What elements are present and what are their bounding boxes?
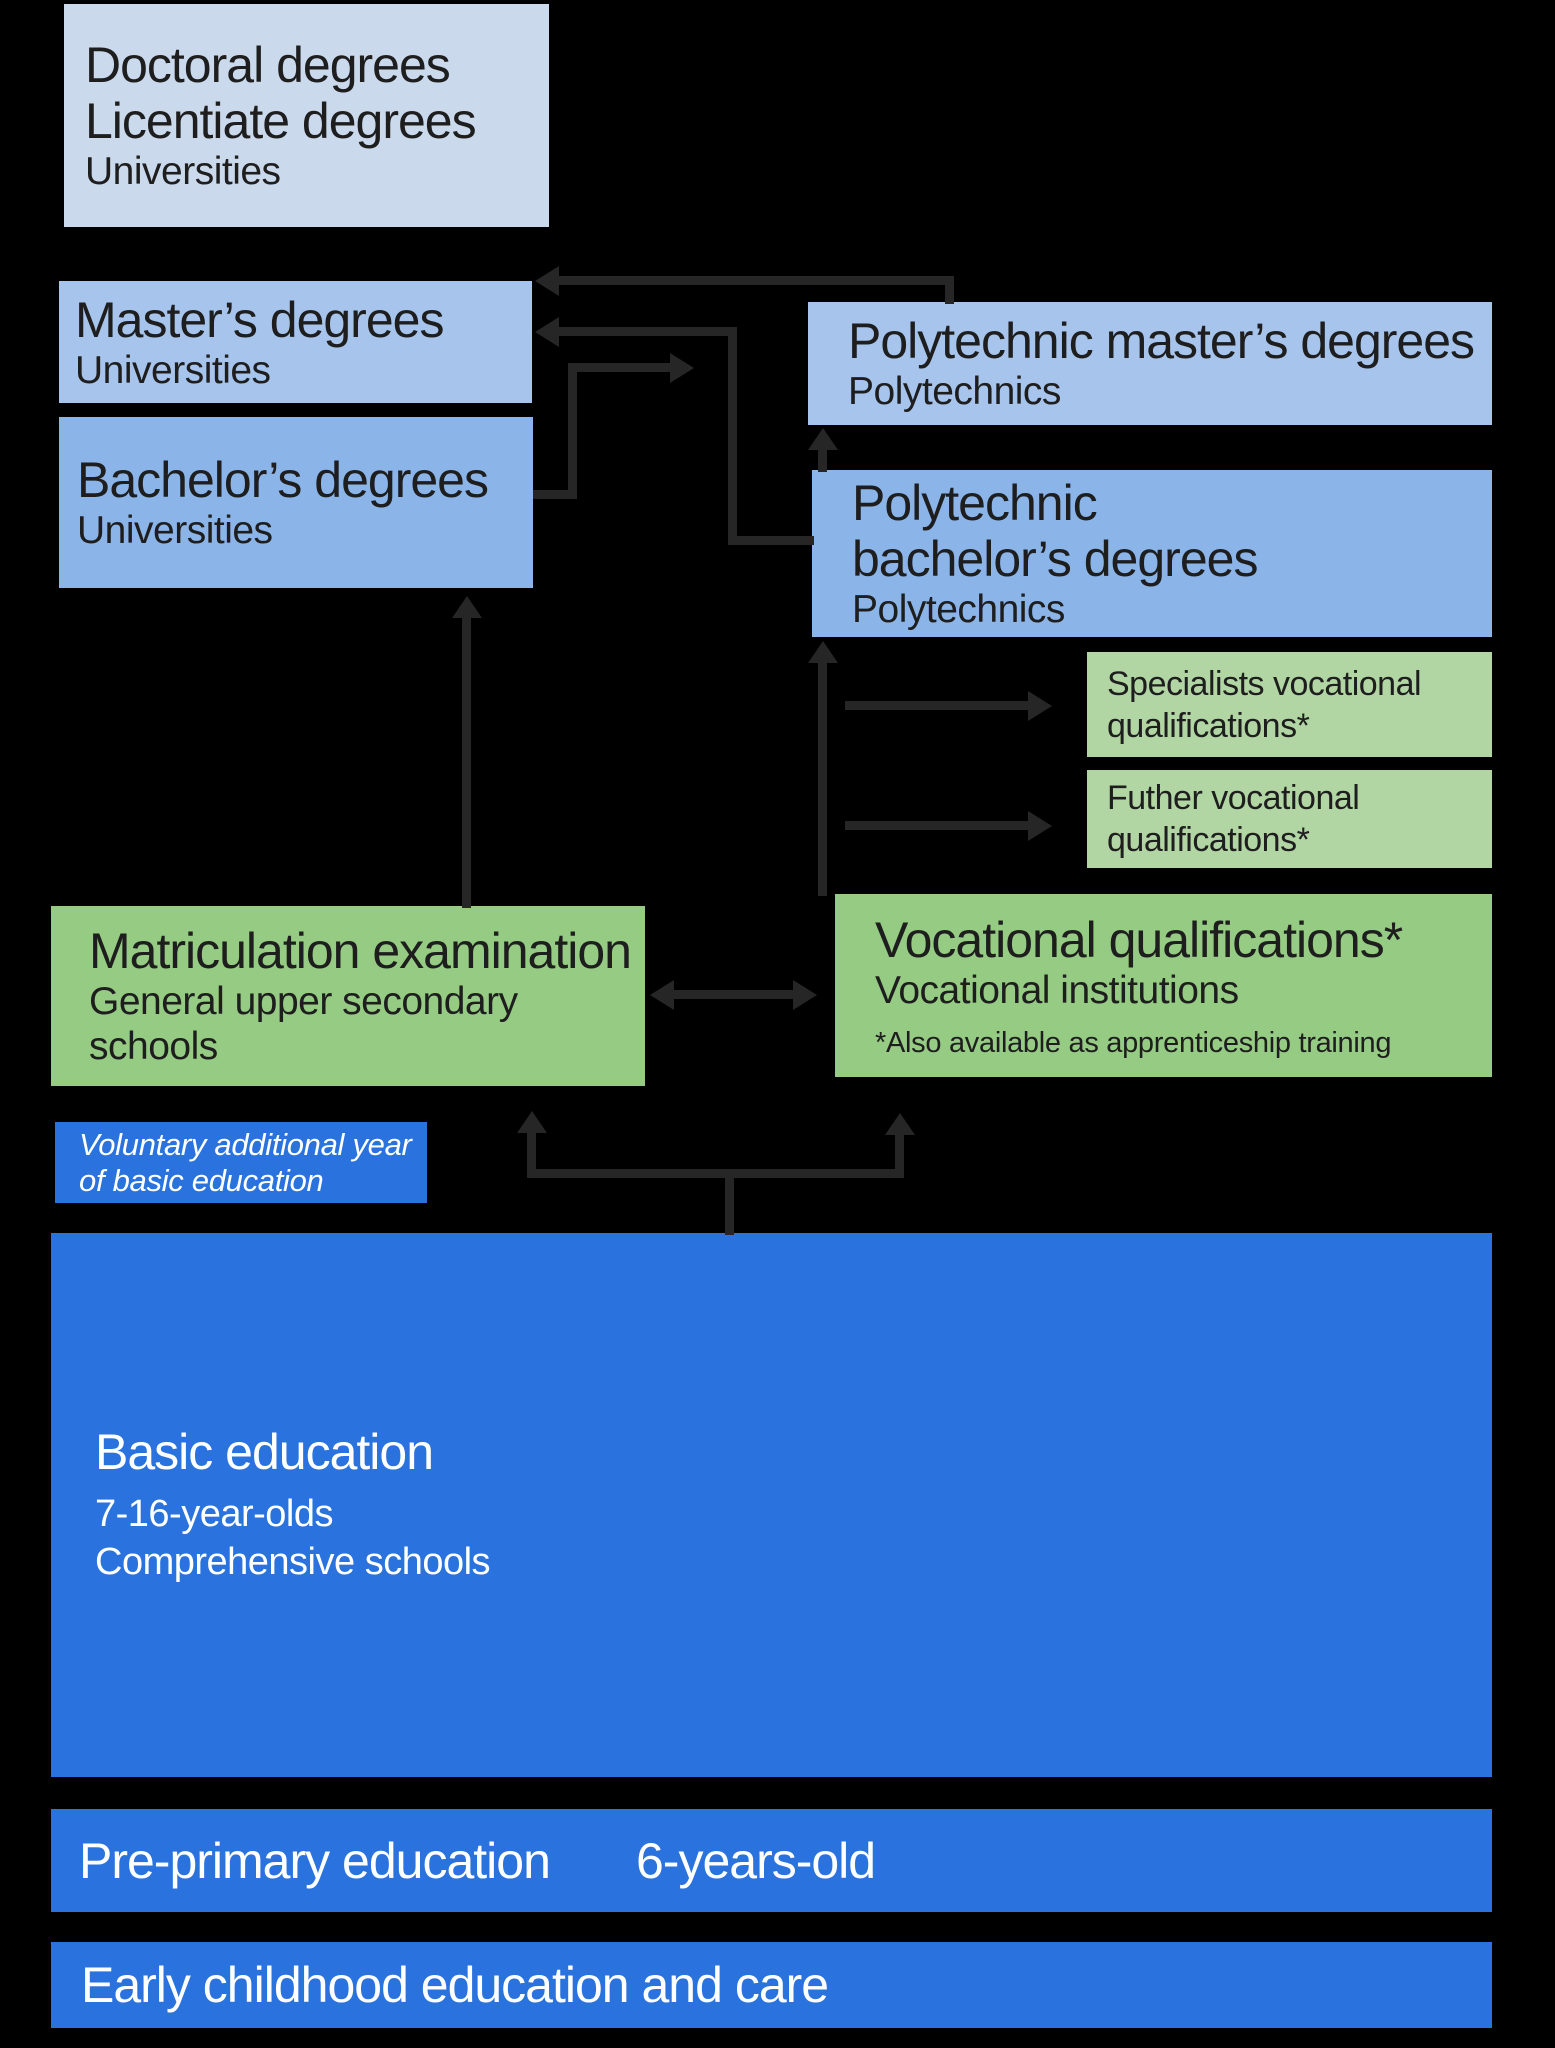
arrow-segment [818, 448, 827, 472]
node-early-childhood-education: Early childhood education and care [51, 1942, 1492, 2028]
arrow-segment [568, 363, 577, 499]
arrow-segment [818, 661, 827, 896]
node-institution: Polytechnics [848, 370, 1061, 413]
node-institution: Polytechnics [852, 588, 1065, 631]
node-title-line2: bachelor’s degrees [852, 531, 1258, 587]
arrowhead-right-icon [793, 980, 817, 1010]
node-institution: Universities [75, 348, 271, 392]
node-voluntary-additional-year: Voluntary additional year of basic educa… [55, 1122, 427, 1203]
node-detail-age: 7-16-year-olds [95, 1493, 334, 1535]
node-title: Doctoral degrees [85, 37, 451, 93]
node-footnote: *Also available as apprenticeship traini… [875, 1026, 1392, 1059]
node-institution: General upper secondary [89, 980, 518, 1023]
arrow-segment [527, 1169, 904, 1178]
node-title-line2: of basic education [79, 1162, 324, 1198]
node-institution: Vocational institutions [875, 968, 1239, 1012]
arrowhead-right-icon [670, 353, 694, 383]
arrowhead-left-icon [535, 317, 559, 347]
node-title: Polytechnic master’s degrees [848, 313, 1475, 369]
node-title: Vocational qualifications* [875, 911, 1403, 968]
arrowhead-right-icon [1028, 811, 1052, 841]
node-polytechnic-masters-degrees: Polytechnic master’s degrees Polytechnic… [808, 302, 1492, 425]
arrow-segment [555, 276, 954, 285]
node-basic-education: Basic education 7-16-year-olds Comprehen… [51, 1233, 1492, 1777]
node-detail-age: 6-years-old [636, 1832, 876, 1889]
arrowhead-left-icon [650, 980, 674, 1010]
node-title: Basic education [95, 1424, 434, 1480]
node-title: Voluntary additional year [79, 1126, 412, 1162]
node-polytechnic-bachelors-degrees: Polytechnic bachelor’s degrees Polytechn… [812, 470, 1492, 637]
node-specialists-vocational-qualifications: Specialists vocational qualifications* [1087, 652, 1492, 757]
arrow-segment [672, 990, 795, 999]
node-title-line2: Licentiate degrees [85, 93, 477, 149]
node-title-line2: qualifications* [1107, 821, 1310, 859]
arrow-segment [557, 327, 737, 336]
arrow-segment [945, 276, 954, 304]
arrow-segment [533, 490, 577, 499]
node-institution: Universities [85, 150, 281, 193]
arrowhead-up-icon [808, 641, 838, 663]
node-institution: Universities [77, 509, 273, 552]
arrow-segment [728, 536, 814, 545]
arrow-segment [845, 701, 1030, 710]
node-title: Polytechnic [852, 475, 1098, 531]
arrow-segment [728, 327, 737, 545]
node-title-line2: qualifications* [1107, 706, 1310, 745]
arrow-segment [568, 363, 672, 372]
arrowhead-left-icon [535, 266, 559, 296]
arrowhead-right-icon [1028, 691, 1052, 721]
node-title: Master’s degrees [75, 291, 444, 348]
node-title: Futher vocational [1107, 779, 1360, 817]
node-matriculation-examination: Matriculation examination General upper … [51, 906, 645, 1086]
node-detail-schools: Comprehensive schools [95, 1541, 491, 1583]
arrow-segment [725, 1173, 734, 1235]
node-institution-line2: schools [89, 1025, 218, 1068]
node-pre-primary-education: Pre-primary education 6-years-old [51, 1809, 1492, 1912]
node-title: Pre-primary education [79, 1832, 551, 1889]
node-masters-degrees: Master’s degrees Universities [59, 281, 532, 403]
arrow-segment [895, 1135, 904, 1178]
node-bachelors-degrees: Bachelor’s degrees Universities [59, 417, 533, 588]
node-title: Specialists vocational [1107, 664, 1422, 703]
arrowhead-up-icon [808, 428, 838, 450]
node-futher-vocational-qualifications: Futher vocational qualifications* [1087, 770, 1492, 868]
node-vocational-qualifications: Vocational qualifications* Vocational in… [835, 894, 1492, 1077]
node-title: Early childhood education and care [81, 1957, 829, 2013]
arrow-segment [462, 616, 471, 908]
arrow-segment [527, 1133, 536, 1178]
node-title: Matriculation examination [89, 923, 632, 979]
node-doctoral-degrees: Doctoral degrees Licentiate degrees Univ… [64, 4, 549, 227]
arrowhead-up-icon [517, 1111, 547, 1133]
arrow-segment [845, 821, 1030, 830]
arrowhead-up-icon [885, 1113, 915, 1135]
arrowhead-up-icon [452, 596, 482, 618]
node-title: Bachelor’s degrees [77, 452, 489, 508]
